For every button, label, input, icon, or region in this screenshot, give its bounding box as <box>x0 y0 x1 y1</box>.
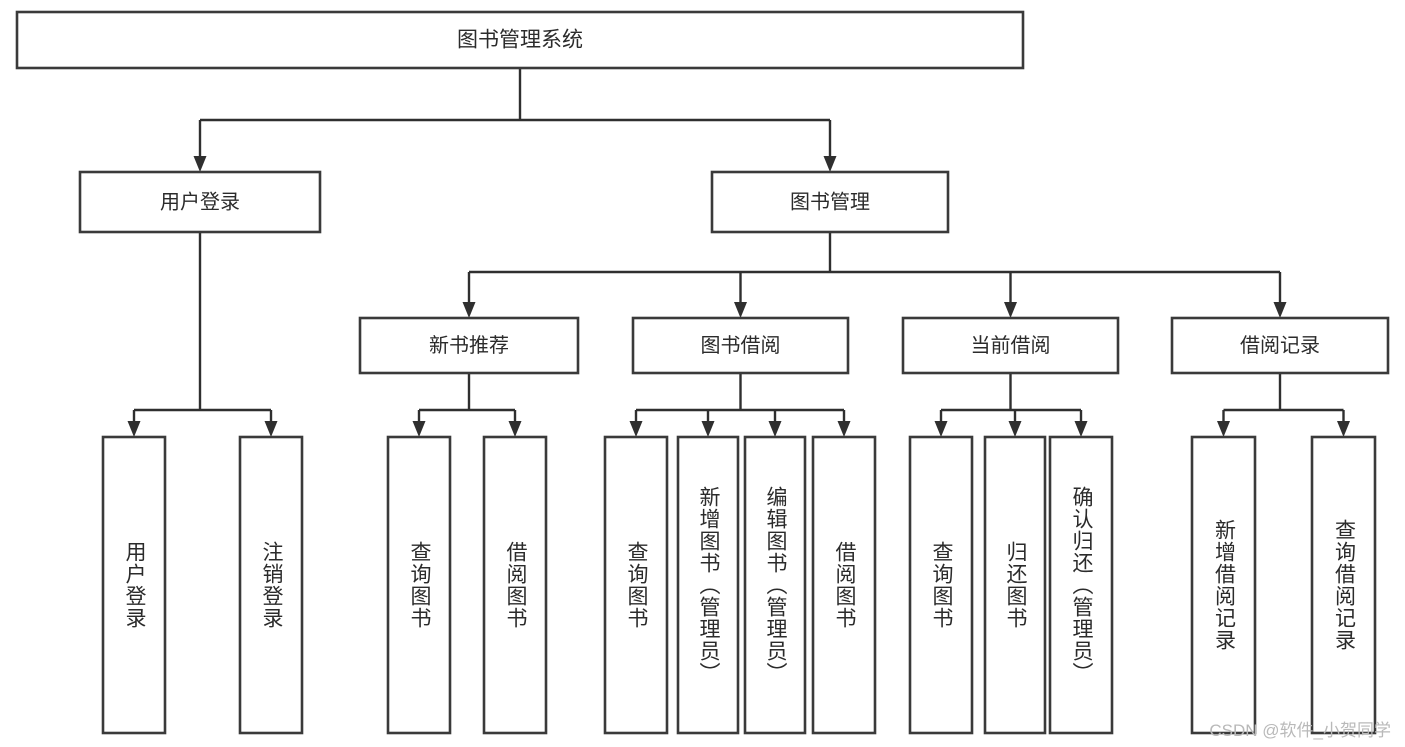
connector-arrow-leaf-user-login <box>127 410 141 437</box>
node-box-leaf-return-book[interactable] <box>983 435 1047 735</box>
node-box-leaf-user-login[interactable] <box>101 435 167 735</box>
connector-arrow-leaf-query-book-current <box>934 410 948 437</box>
node-box-book-borrow[interactable] <box>631 316 850 375</box>
connector-arrow-leaf-query-record <box>1337 410 1350 437</box>
node-box-book-manage[interactable] <box>710 170 950 234</box>
node-label-book-manage: 图书管理 <box>790 190 870 213</box>
connector-arrow-user-login <box>193 120 207 172</box>
connector-layer <box>127 68 1350 437</box>
node-box-root[interactable] <box>15 10 1025 70</box>
connector-arrow-leaf-borrow-book <box>837 410 851 437</box>
node-box-leaf-query-book-rec[interactable] <box>386 435 452 735</box>
connector-arrow-borrow-record <box>1273 272 1287 318</box>
node-box-leaf-edit-book[interactable] <box>743 435 807 735</box>
node-box-user-login[interactable] <box>78 170 322 234</box>
connector-arrow-leaf-edit-book <box>768 410 782 437</box>
connector-arrow-leaf-query-book-borrow <box>629 410 643 437</box>
connector-arrow-leaf-confirm-return <box>1074 410 1088 437</box>
connector-arrow-new-book-recommend <box>462 272 476 318</box>
node-label-book-borrow: 图书借阅 <box>701 334 781 357</box>
connector-arrow-leaf-add-book <box>701 410 715 437</box>
node-label-borrow-record: 借阅记录 <box>1240 334 1320 357</box>
node-box-leaf-confirm-return[interactable] <box>1048 435 1114 735</box>
node-box-leaf-query-book-current[interactable] <box>908 435 974 735</box>
connector-arrow-leaf-query-book-rec <box>412 410 426 437</box>
node-box-leaf-logout[interactable] <box>238 435 304 735</box>
node-label-root: 图书管理系统 <box>457 29 583 52</box>
watermark-text: CSDN @软件_小贺同学 <box>1209 721 1391 740</box>
node-box-layer <box>15 10 1390 735</box>
connector-arrow-leaf-return-book <box>1008 410 1022 437</box>
node-box-leaf-add-book[interactable] <box>676 435 740 735</box>
node-box-new-book-recommend[interactable] <box>358 316 580 375</box>
connector-arrow-leaf-borrow-book-rec <box>508 410 522 437</box>
node-label-user-login: 用户登录 <box>160 190 240 213</box>
node-box-leaf-borrow-book-rec[interactable] <box>482 435 548 735</box>
node-label-new-book-recommend: 新书推荐 <box>429 334 509 357</box>
node-box-current-borrow[interactable] <box>901 316 1120 375</box>
connector-arrow-book-manage <box>823 120 837 172</box>
node-box-leaf-add-record[interactable] <box>1190 435 1257 735</box>
connector-arrow-current-borrow <box>1004 272 1017 318</box>
node-box-leaf-borrow-book[interactable] <box>811 435 877 735</box>
node-box-leaf-query-book-borrow[interactable] <box>603 435 669 735</box>
connector-arrow-leaf-add-record <box>1217 410 1230 437</box>
connector-arrow-book-borrow <box>734 272 747 318</box>
node-box-leaf-query-record[interactable] <box>1310 435 1377 735</box>
node-label-current-borrow: 当前借阅 <box>971 334 1051 357</box>
connector-arrow-leaf-logout <box>264 410 278 437</box>
node-box-borrow-record[interactable] <box>1170 316 1390 375</box>
